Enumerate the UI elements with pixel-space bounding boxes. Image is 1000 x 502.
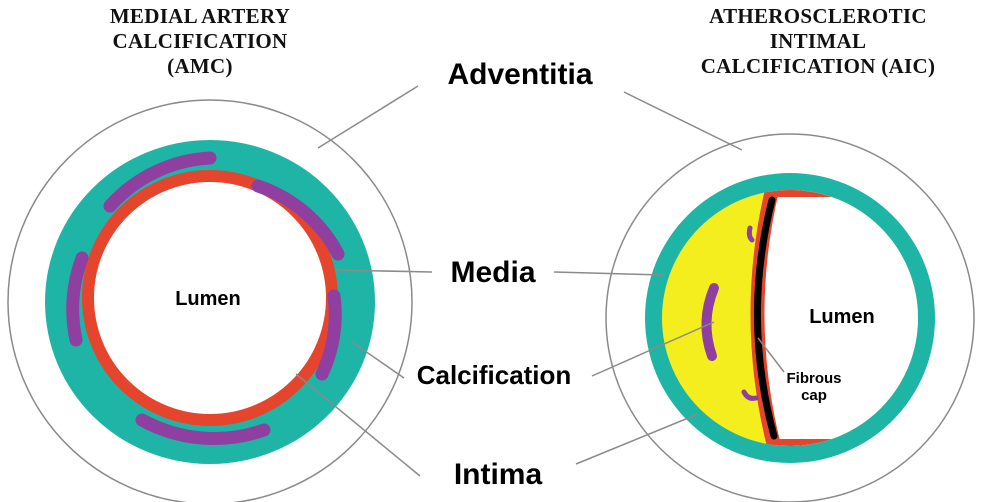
calcification-deposit [315, 289, 342, 381]
fibrous-cap-line [754, 196, 778, 440]
leader-adventitia-right [623, 91, 743, 151]
intima-label: Intima [453, 458, 543, 491]
amc-title: MEDIAL ARTERY CALCIFICATION (AMC) [60, 4, 340, 79]
medial-calcification-deposits [66, 151, 345, 445]
leader-media-right [553, 271, 665, 276]
aic-title-line: ATHEROSCLEROTIC [709, 4, 927, 28]
calcification-deposit [741, 389, 759, 401]
leader-intima-right [575, 413, 699, 465]
calcification-deposit [103, 151, 217, 213]
media-label: Media [450, 256, 536, 289]
aic-title-line: CALCIFICATION (AIC) [700, 54, 936, 78]
calcification-deposit [746, 225, 755, 243]
leader-media-left [335, 269, 433, 273]
calcification-deposit [251, 179, 345, 261]
adventitia-label: Adventitia [447, 58, 593, 91]
amc-title-line: MEDIAL ARTERY [109, 4, 291, 28]
intimal-calcification-deposits [701, 225, 759, 401]
aic-artery [605, 133, 975, 502]
aic-title-line: INTIMAL [769, 29, 867, 53]
lumen-right-label: Lumen [809, 306, 875, 328]
fibrous-cap-label-line: cap [801, 387, 827, 404]
leader-lines [295, 85, 785, 477]
amc-title-line: (AMC) [167, 54, 233, 78]
calcification-label: Calcification [416, 360, 572, 390]
calcification-deposit [135, 413, 271, 445]
calcification-deposit [701, 283, 719, 361]
amc-artery [7, 99, 413, 502]
leader-fibrous-cap [757, 337, 785, 373]
leader-intima-left [295, 373, 421, 477]
aic-title: ATHEROSCLEROTIC INTIMAL CALCIFICATION (A… [648, 4, 988, 79]
leader-calcification-right [591, 321, 715, 377]
fibrous-cap-label-line: Fibrous [786, 370, 842, 387]
calcification-deposit [66, 251, 89, 347]
leader-calcification-left [351, 341, 405, 379]
lumen-left-label: Lumen [175, 288, 241, 310]
leader-adventitia-left [317, 85, 419, 149]
fibrous-cap-label: Fibrous cap [787, 370, 842, 404]
amc-title-line: CALCIFICATION [112, 29, 288, 53]
